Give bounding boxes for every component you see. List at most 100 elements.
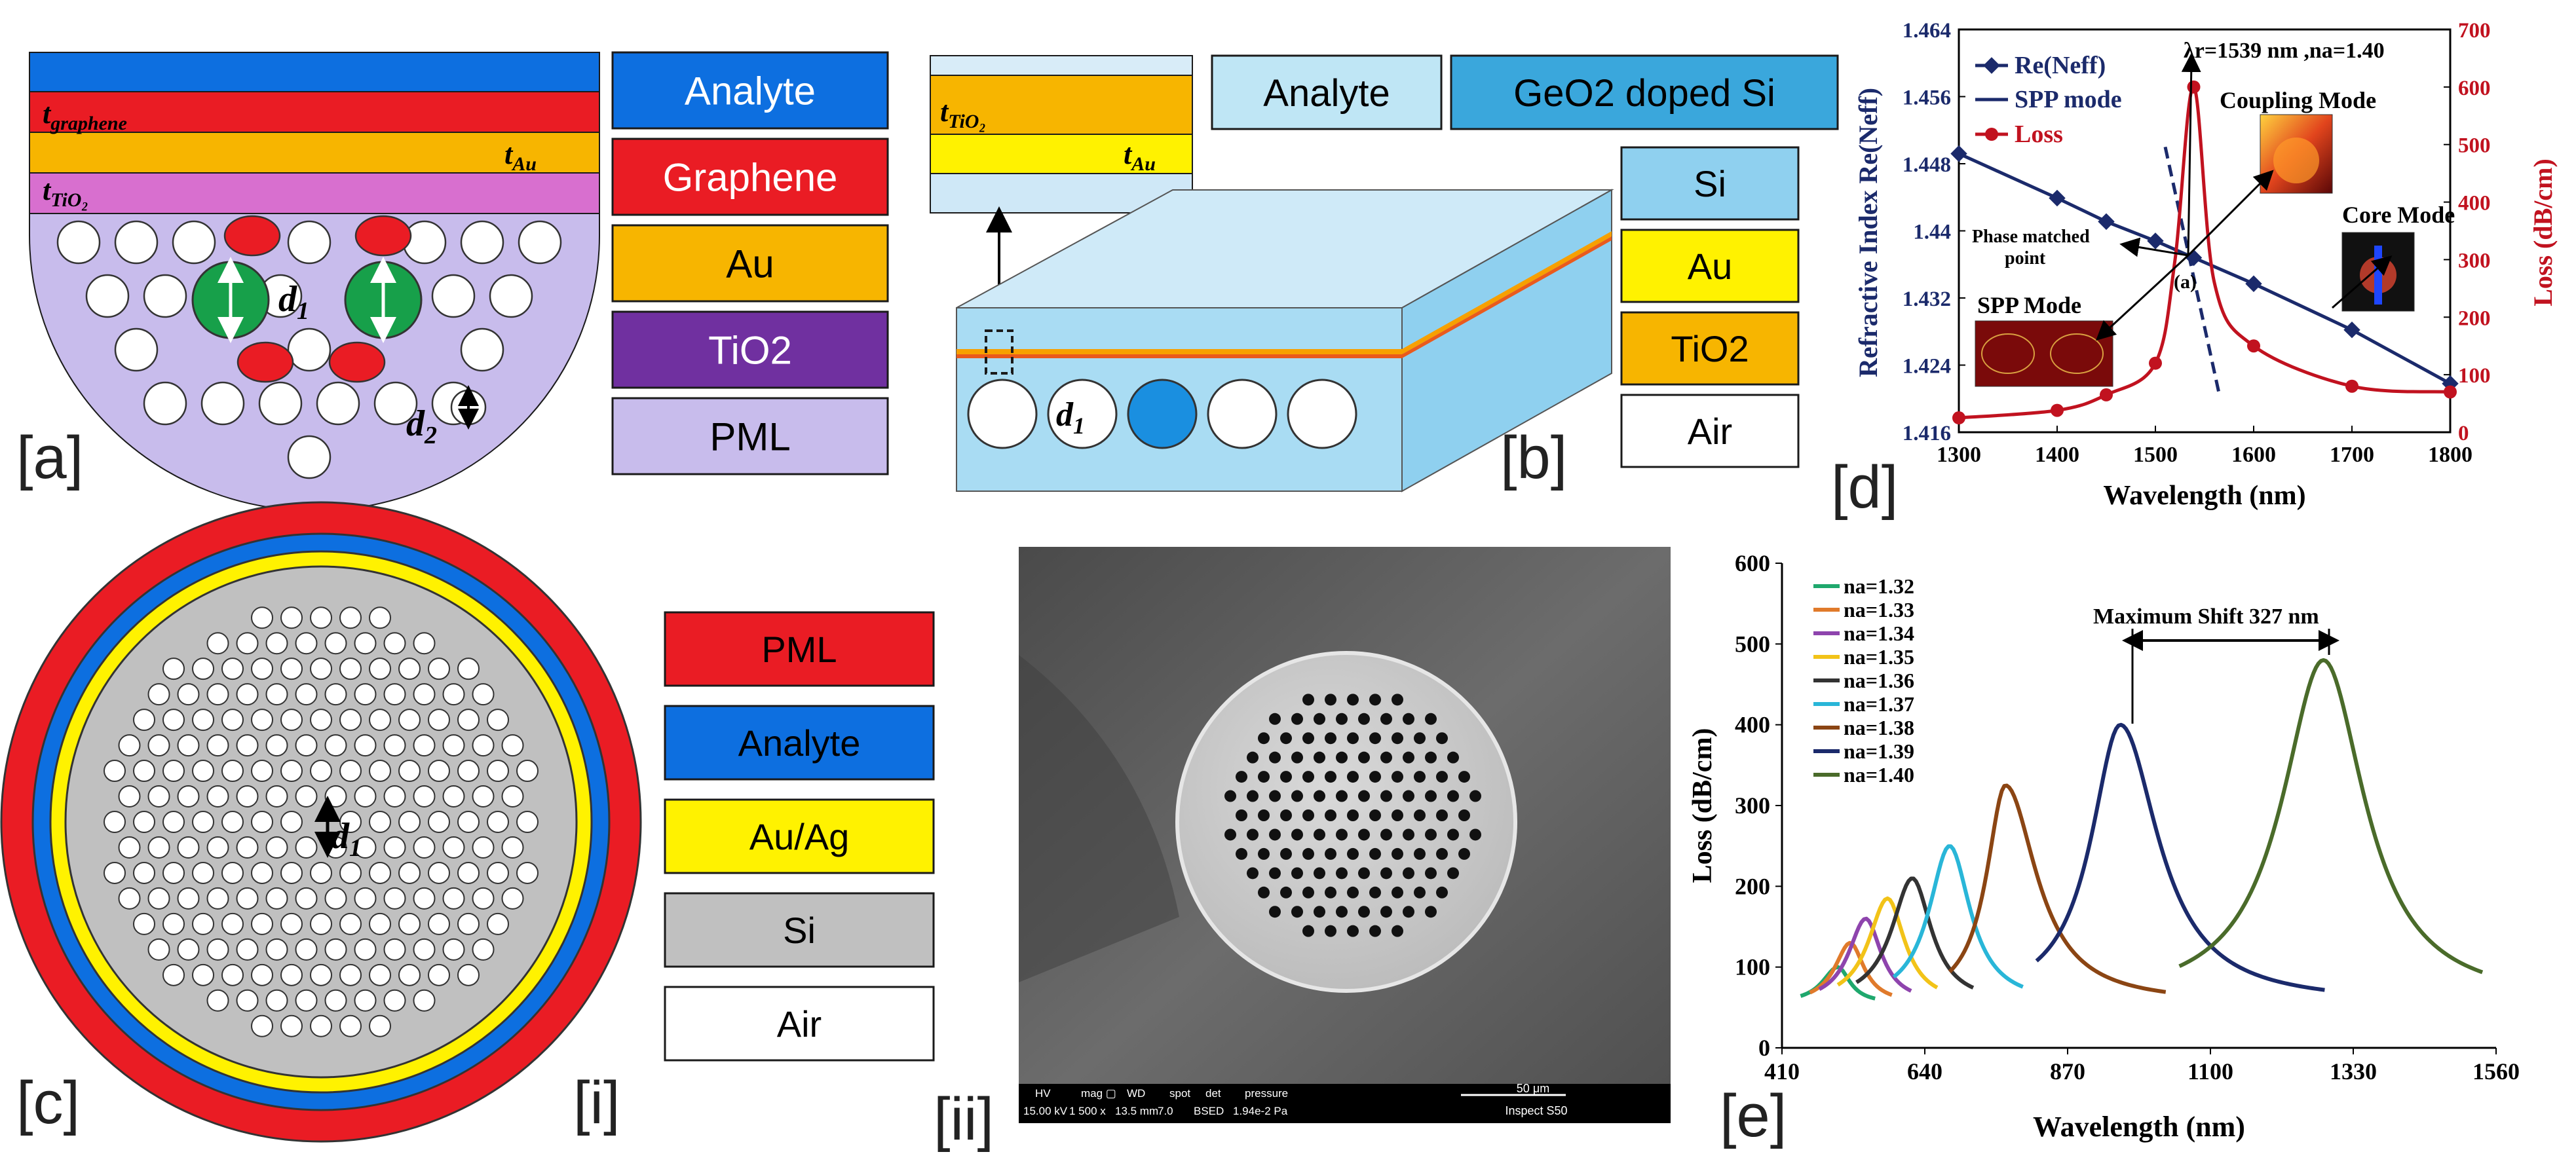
sem-hole xyxy=(1325,925,1336,937)
sem-scale-label: 50 μm xyxy=(1517,1082,1549,1095)
legend-neff-text: Re(Neff) xyxy=(2015,52,2106,79)
air-hole xyxy=(383,683,406,706)
sem-hole xyxy=(1447,867,1459,880)
sem-hole xyxy=(1447,828,1459,841)
air-hole xyxy=(251,861,273,884)
air-hole xyxy=(324,683,347,706)
arrow-spp xyxy=(2095,254,2189,341)
legend-label: GeO2 doped Si xyxy=(1513,72,1775,115)
sem-hole xyxy=(1347,732,1359,745)
air-hole xyxy=(265,836,288,859)
sem-hole xyxy=(1247,751,1259,764)
sem-hole xyxy=(1280,886,1292,899)
x-tick-label: 1400 xyxy=(2035,443,2079,467)
sem-hole xyxy=(1247,828,1259,841)
panel-ii-tag: [ii] xyxy=(934,1086,994,1153)
sem-hole xyxy=(1258,732,1270,745)
air-hole xyxy=(200,381,245,426)
air-hole xyxy=(428,760,450,783)
sem-hole xyxy=(1314,713,1325,725)
air-hole-b1 xyxy=(967,379,1038,449)
loss-point xyxy=(2100,388,2113,401)
sem-hole xyxy=(1247,790,1259,802)
air-hole xyxy=(383,734,406,757)
arrow-coupling xyxy=(2187,170,2274,257)
sem-field-value: 13.5 mm xyxy=(1115,1105,1158,1117)
sem-hole xyxy=(1369,809,1381,821)
loss-point xyxy=(1952,411,1965,425)
air-hole xyxy=(280,861,303,884)
air-hole xyxy=(295,938,318,961)
air-hole xyxy=(369,861,391,884)
air-hole xyxy=(85,274,130,318)
sem-hole xyxy=(1380,867,1392,880)
chart-e-series xyxy=(1800,658,2484,1001)
t-graphene-label: tgraphene xyxy=(43,98,127,134)
sem-hole xyxy=(1369,847,1381,860)
air-hole xyxy=(369,606,391,629)
air-hole xyxy=(310,606,332,629)
air-hole xyxy=(236,887,259,910)
air-hole xyxy=(192,709,214,732)
air-hole xyxy=(516,861,539,884)
sem-hole xyxy=(1403,867,1414,880)
sem-shadow xyxy=(1019,655,1179,982)
inset-au xyxy=(930,134,1193,174)
spp-mode-image xyxy=(1975,320,2113,387)
sem-hole xyxy=(1392,886,1403,899)
air-hole xyxy=(354,734,377,757)
series-line-na-1-35 xyxy=(1836,896,1939,990)
x-tick-label: 1500 xyxy=(2133,443,2178,467)
legend-loss-text: Loss xyxy=(2015,121,2063,148)
sem-hole xyxy=(1325,847,1336,860)
legend-label: PML xyxy=(710,415,790,459)
air-hole xyxy=(413,938,436,961)
air-hole xyxy=(251,760,273,783)
sem-hole xyxy=(1369,771,1381,783)
chart-d-ylabel-right: Loss (dB/cm) xyxy=(2528,158,2558,306)
air-hole xyxy=(221,760,244,783)
legend-entry: na=1.36 xyxy=(1844,669,1914,692)
air-hole xyxy=(428,709,450,732)
air-hole xyxy=(177,734,200,757)
sem-instrument: Inspect S50 xyxy=(1505,1104,1567,1117)
air-hole xyxy=(133,709,155,732)
y-tick-label: 100 xyxy=(1735,954,1770,980)
air-hole xyxy=(251,912,273,935)
air-hole xyxy=(501,734,524,757)
x-tick-label: 1600 xyxy=(2231,443,2276,467)
y-tick-label: 1.432 xyxy=(1903,288,1951,311)
x-tick-label: 1560 xyxy=(2472,1058,2520,1085)
air-hole xyxy=(280,912,303,935)
legend-swatch-analyte xyxy=(664,705,935,781)
air-hole xyxy=(287,220,331,265)
legend-entry: na=1.37 xyxy=(1844,692,1914,716)
air-hole xyxy=(324,938,347,961)
panel-b-tag: [b] xyxy=(1500,424,1567,491)
air-hole xyxy=(383,836,406,859)
air-hole xyxy=(369,912,391,935)
air-hole xyxy=(236,734,259,757)
air-hole xyxy=(162,861,185,884)
air-hole xyxy=(516,811,539,833)
sem-hole xyxy=(1347,886,1359,899)
air-hole xyxy=(398,963,421,986)
analyte-layer xyxy=(29,52,600,92)
chart-d-ylabel-left: Refractive Index Re(Neff) xyxy=(1853,88,1883,377)
air-hole xyxy=(133,760,155,783)
sem-hole xyxy=(1392,732,1403,745)
air-hole xyxy=(251,606,273,629)
air-hole xyxy=(295,887,318,910)
sem-hole xyxy=(1358,828,1370,841)
legend-swatch-tio2 xyxy=(611,310,889,389)
air-hole xyxy=(413,683,436,706)
sem-hole xyxy=(1436,809,1448,821)
air-hole xyxy=(369,709,391,732)
phase-label-2: point xyxy=(2005,248,2046,269)
sem-hole xyxy=(1302,847,1314,860)
sem-hole xyxy=(1380,713,1392,725)
sem-hole xyxy=(1269,828,1281,841)
d2-label-a: d2 xyxy=(406,403,437,449)
